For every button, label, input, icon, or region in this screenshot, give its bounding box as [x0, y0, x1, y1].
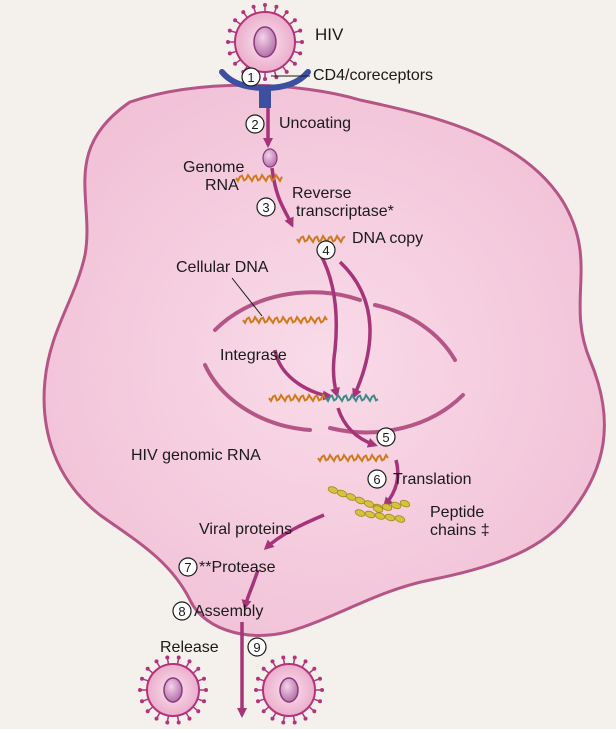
hiv-virion: [226, 3, 304, 81]
label-genome: Genome: [183, 159, 244, 176]
label-peptide: Peptide: [430, 504, 484, 521]
label-rna: RNA: [205, 177, 239, 194]
label-translation: Translation: [393, 471, 472, 488]
released-virion-left: [138, 656, 208, 725]
label-hiv-genomic-rna: HIV genomic RNA: [131, 447, 261, 464]
step-9: 9: [248, 638, 266, 656]
svg-text:9: 9: [253, 640, 260, 655]
step-7: 7: [179, 558, 197, 576]
svg-text:2: 2: [251, 117, 258, 132]
svg-text:5: 5: [382, 430, 389, 445]
svg-text:8: 8: [178, 604, 185, 619]
label-uncoating: Uncoating: [279, 115, 351, 132]
step-8: 8: [173, 602, 191, 620]
released-virion-right: [254, 656, 324, 725]
step-5: 5: [377, 428, 395, 446]
svg-text:1: 1: [247, 70, 254, 85]
svg-text:3: 3: [262, 200, 269, 215]
label-cd4-coreceptors: CD4/coreceptors: [313, 67, 433, 84]
step-4: 4: [317, 241, 335, 259]
label-hiv: HIV: [315, 25, 344, 44]
label-assembly: Assembly: [194, 603, 263, 620]
label-release: Release: [160, 639, 219, 656]
step-1: 1: [242, 68, 260, 86]
host-cell: [44, 85, 604, 635]
step-3: 3: [257, 198, 275, 216]
hiv-genomic-rna-strand: [318, 455, 388, 461]
label-viral-proteins: Viral proteins: [199, 521, 292, 538]
label-chains: chains ‡: [430, 522, 490, 539]
label-cellular-dna: Cellular DNA: [176, 259, 269, 276]
label-integrase: Integrase: [220, 347, 287, 364]
label-transcriptase: transcriptase*: [296, 203, 394, 220]
label-dna-copy: DNA copy: [352, 230, 423, 247]
svg-text:6: 6: [373, 472, 380, 487]
label-protease: **Protease: [199, 559, 276, 576]
step-6: 6: [368, 470, 386, 488]
viral-core: [263, 149, 277, 167]
label-reverse: Reverse: [292, 185, 352, 202]
svg-text:4: 4: [322, 243, 329, 258]
svg-text:7: 7: [184, 560, 191, 575]
step-2: 2: [246, 115, 264, 133]
